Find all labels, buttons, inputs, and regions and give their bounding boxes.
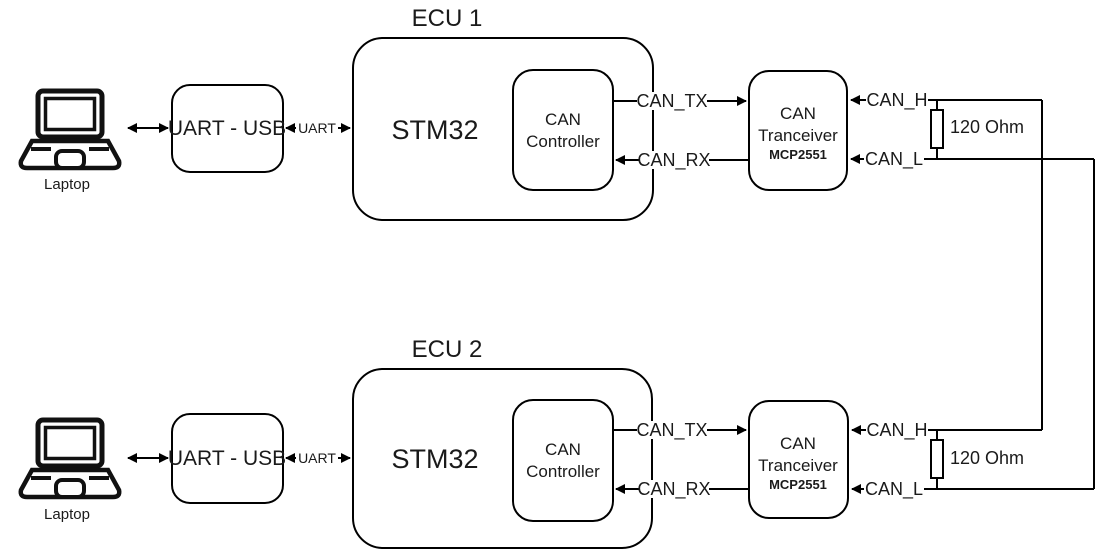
ecu1-title: ECU 1 [412, 5, 483, 32]
can-transceiver1-node [748, 70, 848, 191]
can-transceiver1-label-line2: Tranceiver [758, 126, 838, 145]
can-rx2-label-bg [639, 480, 709, 498]
uart2-link-label: UART [298, 450, 336, 466]
can-l1-label: CAN_L [865, 149, 923, 170]
can-transceiver1-label-line1: CAN [780, 104, 816, 123]
uart2-link-label-bg [296, 450, 338, 466]
laptop1-icon [21, 91, 120, 168]
can-controller2-node [512, 399, 614, 522]
can-controller1-node [512, 69, 614, 191]
can-h1-label: CAN_H [866, 90, 927, 111]
can-l1-label-bg [864, 150, 924, 168]
uart1-link-label: UART [298, 120, 336, 136]
can-transceiver1-part-number: MCP2551 [769, 147, 827, 162]
ecu1-section: Laptop UART - USB UART ECU 1 STM32 CAN C… [21, 5, 1094, 221]
can-controller1-label-line2: Controller [526, 132, 600, 151]
can-controller2-label-line1: CAN [545, 440, 581, 459]
can-transceiver2-label-line1: CAN [780, 434, 816, 453]
ecu2-mcu-label: STM32 [391, 444, 478, 474]
can-h2-label: CAN_H [866, 420, 927, 441]
can-tx2-label: CAN_TX [636, 420, 707, 441]
laptop2-icon [21, 420, 120, 497]
can-controller2-label-line2: Controller [526, 462, 600, 481]
can-rx2-label: CAN_RX [637, 479, 710, 500]
uart1-link-label-bg [296, 120, 338, 136]
can-h1-label-bg [866, 91, 928, 109]
can-l2-label: CAN_L [865, 479, 923, 500]
laptop1-label: Laptop [44, 176, 90, 193]
can-h2-label-bg [866, 421, 928, 439]
terminator2-resistor [930, 439, 944, 479]
ecu2-section: Laptop UART - USB UART ECU 2 STM32 CAN C… [21, 336, 1094, 549]
uart-usb2-label: UART - USB [168, 447, 286, 470]
can-l2-label-bg [864, 480, 924, 498]
ecu2-title: ECU 2 [412, 336, 483, 363]
can-tx1-label: CAN_TX [636, 91, 707, 112]
laptop2-label: Laptop [44, 506, 90, 523]
terminator1-label: 120 Ohm [950, 117, 1024, 137]
uart-usb1-label: UART - USB [168, 117, 286, 140]
terminator1-resistor [930, 109, 944, 149]
uart-usb1-node [171, 84, 284, 173]
terminator2-label: 120 Ohm [950, 448, 1024, 468]
can-rx1-label: CAN_RX [637, 150, 710, 171]
can-rx1-label-bg [639, 151, 709, 169]
can-controller1-label-line1: CAN [545, 110, 581, 129]
can-transceiver2-label-line2: Tranceiver [758, 456, 838, 475]
can-tx1-label-bg [637, 92, 707, 110]
can-transceiver2-node [748, 400, 849, 519]
uart-usb2-node [171, 413, 284, 504]
can-transceiver2-part-number: MCP2551 [769, 477, 827, 492]
ecu1-mcu-label: STM32 [391, 115, 478, 145]
can-tx2-label-bg [637, 421, 707, 439]
